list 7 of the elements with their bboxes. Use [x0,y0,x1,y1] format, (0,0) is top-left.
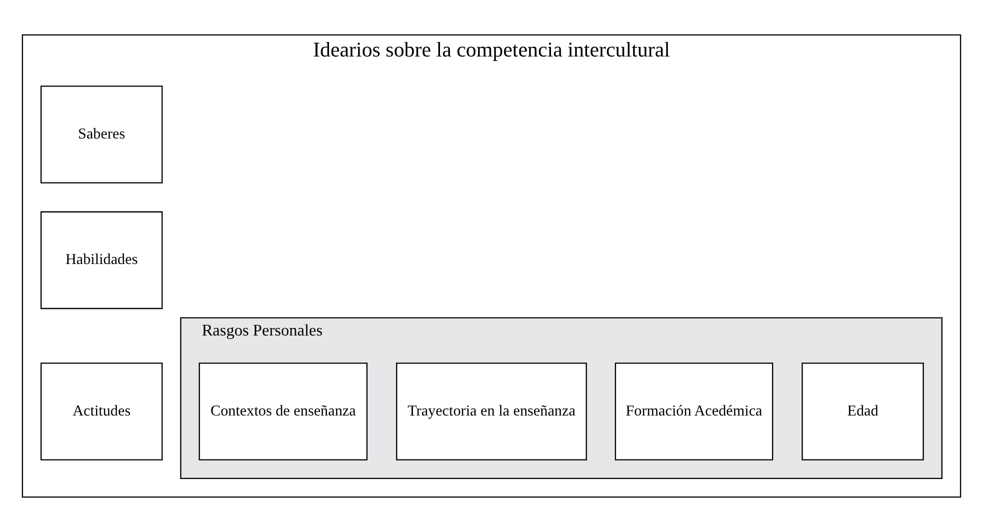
node-box: Saberes [40,86,163,184]
node-box: Formación Acedémica [614,362,774,460]
node-box: Edad [802,362,924,460]
node-box: Actitudes [40,362,163,460]
node-box: Contextos de enseñanza [198,362,368,460]
node-box: Habilidades [40,211,163,310]
node-box: Trayectoria en la enseñanza [396,362,587,460]
